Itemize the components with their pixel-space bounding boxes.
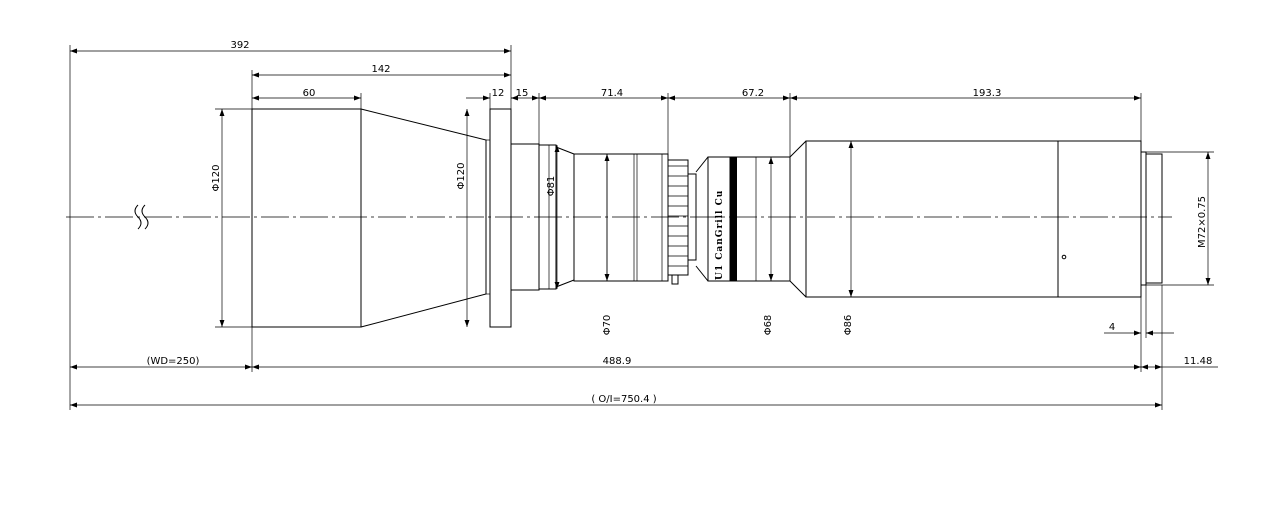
dimension-4: 4 <box>1104 322 1174 336</box>
diameter-70: Φ70 <box>602 154 613 335</box>
diameter-68: Φ68 <box>763 157 774 335</box>
focus-section <box>695 156 791 282</box>
diameter-front-120: Φ120 <box>211 109 225 327</box>
dimension-67-2: 67.2 <box>668 88 790 101</box>
dimension-142: 142 <box>252 64 511 78</box>
dimension-12: 12 <box>466 88 518 101</box>
svg-text:12: 12 <box>492 88 505 99</box>
black-band <box>730 157 737 281</box>
break-mark <box>134 204 149 230</box>
dimension-15: 15 <box>511 88 539 101</box>
dimension-488-9: 488.9 <box>252 356 1141 370</box>
svg-text:11.48: 11.48 <box>1184 356 1213 367</box>
front-cylinder <box>251 108 362 328</box>
dimension-oi: ( O/I=750.4 ) <box>70 394 1162 408</box>
diameter-86: Φ86 <box>843 141 854 335</box>
svg-text:15: 15 <box>516 88 529 99</box>
svg-text:488.9: 488.9 <box>603 356 632 367</box>
svg-text:(WD=250): (WD=250) <box>147 356 200 367</box>
tube <box>573 153 669 282</box>
svg-text:142: 142 <box>371 64 390 75</box>
svg-text:71.4: 71.4 <box>601 88 623 99</box>
diameter-81: Φ81 <box>546 145 560 289</box>
svg-text:Φ68: Φ68 <box>763 315 774 336</box>
svg-text:M72×0.75: M72×0.75 <box>1197 196 1208 248</box>
dimension-71-4: 71.4 <box>539 88 668 101</box>
svg-text:60: 60 <box>303 88 316 99</box>
svg-text:Φ70: Φ70 <box>602 315 613 336</box>
svg-text:Φ120: Φ120 <box>456 163 467 190</box>
dimension-193-3: 193.3 <box>790 88 1141 101</box>
svg-text:4: 4 <box>1109 322 1115 333</box>
svg-text:( O/I=750.4 ): ( O/I=750.4 ) <box>591 394 656 405</box>
screw-hole <box>1061 254 1067 260</box>
svg-text:193.3: 193.3 <box>973 88 1002 99</box>
svg-text:Φ81: Φ81 <box>546 176 557 197</box>
extension-lines <box>69 45 1214 410</box>
svg-text:392: 392 <box>230 40 249 51</box>
svg-text:Φ120: Φ120 <box>211 165 222 192</box>
rear-body <box>805 140 1059 298</box>
dimension-392: 392 <box>70 40 511 54</box>
iris-ring <box>667 159 697 285</box>
rear-mount <box>1140 151 1147 286</box>
dimension-wd: (WD=250) <box>70 356 252 370</box>
lens-outline: U1 CanGrill Cu <box>251 108 1163 328</box>
brand-text: U1 CanGrill Cu <box>715 190 725 280</box>
svg-text:67.2: 67.2 <box>742 88 764 99</box>
flange <box>489 108 512 328</box>
diameter-flange-120: Φ120 <box>456 109 470 327</box>
front-cone <box>360 108 487 328</box>
dimension-11-48: 11.48 <box>1141 356 1218 370</box>
thread-m72: M72×0.75 <box>1197 152 1211 285</box>
svg-text:Φ86: Φ86 <box>843 315 854 336</box>
dimension-60: 60 <box>252 88 361 101</box>
